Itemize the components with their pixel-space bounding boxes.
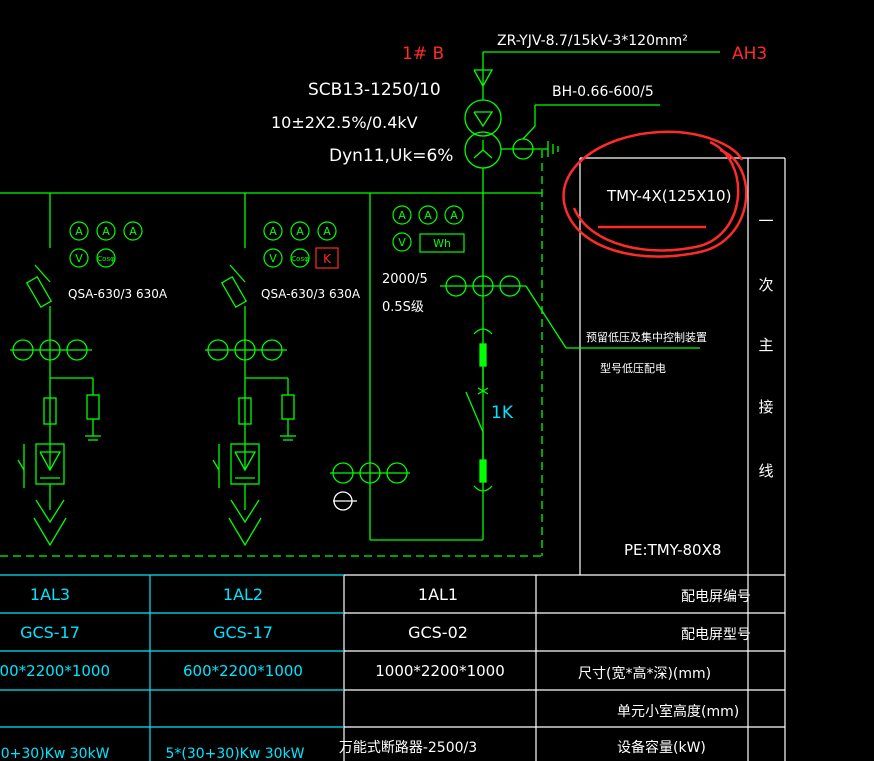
panel-size: 600*2200*1000 xyxy=(0,662,110,680)
panel-size: 600*2200*1000 xyxy=(183,662,303,680)
row-label: 尺寸(宽*高*深)(mm) xyxy=(578,665,711,682)
transformer-group: Dyn11,Uk=6% xyxy=(329,146,453,166)
cosphi-label: Cosφ xyxy=(97,255,115,263)
row-label: 配电屏型号 xyxy=(681,627,751,643)
feeder-1-switch: QSA-630/3 630A xyxy=(68,287,168,301)
panel-number: 1AL2 xyxy=(223,585,263,604)
title-char: 线 xyxy=(758,462,773,480)
feeder-2-circuit xyxy=(205,193,296,547)
incomer-ct-ratio: 2000/5 xyxy=(382,272,428,287)
voltmeter-label: V xyxy=(75,252,83,265)
panel-model: GCS-17 xyxy=(213,623,273,642)
cosphi-label: Cosφ xyxy=(291,255,309,263)
row-label: 配电屏编号 xyxy=(681,589,751,605)
k-relay-label: K xyxy=(323,252,332,266)
ct-model: BH-0.66-600/5 xyxy=(552,84,654,100)
table-cyan-grid xyxy=(0,574,344,761)
title-frame xyxy=(343,157,786,761)
red-markup-circle xyxy=(562,130,748,258)
k-relay-box xyxy=(315,247,339,269)
transformer-symbol xyxy=(464,51,720,540)
watthour-label: Wh xyxy=(433,237,451,250)
feeder-1-meter-labels: A A A V Cosφ xyxy=(75,225,137,265)
title-char: 接 xyxy=(758,398,773,416)
voltmeter-label: V xyxy=(398,236,406,249)
ammeter-label: A xyxy=(296,225,304,238)
panel-model: GCS-02 xyxy=(408,623,468,642)
panel-capacity: 5*(30+30)Kw 30kW xyxy=(0,746,110,761)
incomer-ct-class: 0.5S级 xyxy=(382,300,424,315)
feeder-2-switch: QSA-630/3 630A xyxy=(261,287,361,301)
incomer-meters xyxy=(392,205,465,253)
vertical-title: 一 次 主 接 线 xyxy=(758,212,773,480)
pe-spec: PE:TMY-80X8 xyxy=(624,541,721,559)
dashed-enclosure xyxy=(0,150,543,557)
ammeter-label: A xyxy=(450,209,458,222)
ammeter-label: A xyxy=(102,225,110,238)
shutter-note: 型号低压配电 xyxy=(600,361,666,375)
cable-destination: AH3 xyxy=(732,44,767,64)
ammeter-label: A xyxy=(129,225,137,238)
title-char: 次 xyxy=(758,276,773,294)
feeder-2-meters xyxy=(263,221,337,268)
transformer-number: 1# B xyxy=(402,44,444,64)
row-label: 单元小室高度(mm) xyxy=(617,703,739,720)
panel-1al2: 1AL2 GCS-17 600*2200*1000 5*(30+30)Kw 30… xyxy=(165,585,304,761)
row-label: 设备容量(kW) xyxy=(617,739,706,756)
cable-spec: ZR-YJV-8.7/15kV-3*120mm² xyxy=(497,33,688,49)
busbar-spec: TMY-4X(125X10) xyxy=(606,187,731,205)
panel-1al1: 1AL1 GCS-02 1000*2200*1000 万能式断路器-2500/3 xyxy=(339,585,505,756)
ammeter-label: A xyxy=(323,225,331,238)
voltmeter-label: V xyxy=(269,252,277,265)
monitor-note: 预留低压及集中控制装置 xyxy=(586,330,707,344)
transformer-voltage: 10±2X2.5%/0.4kV xyxy=(271,113,418,132)
incomer-meter-labels: A A A V Wh xyxy=(398,209,458,250)
panel-size: 1000*2200*1000 xyxy=(375,662,505,680)
panel-number: 1AL3 xyxy=(30,585,70,604)
row-labels: 配电屏编号 配电屏型号 尺寸(宽*高*深)(mm) 单元小室高度(mm) 设备容… xyxy=(578,589,751,756)
feeder-2-meter-labels: A A A V Cosφ xyxy=(269,225,331,265)
panel-capacity: 万能式断路器-2500/3 xyxy=(339,740,477,756)
feeder-1-circuit xyxy=(10,193,101,547)
panel-model: GCS-17 xyxy=(20,623,80,642)
breaker-label: 1K xyxy=(491,403,514,423)
ammeter-label: A xyxy=(269,225,277,238)
incomer-circuit xyxy=(330,193,700,541)
panel-number: 1AL1 xyxy=(418,585,458,604)
transformer-model: SCB13-1250/10 xyxy=(308,80,441,100)
panel-capacity: 5*(30+30)Kw 30kW xyxy=(165,746,304,761)
ammeter-label: A xyxy=(398,209,406,222)
title-char: 主 xyxy=(758,336,773,354)
ammeter-label: A xyxy=(424,209,432,222)
feeder-1-meters xyxy=(69,221,143,268)
panel-1al3: 1AL3 GCS-17 600*2200*1000 5*(30+30)Kw 30… xyxy=(0,585,110,761)
ammeter-label: A xyxy=(75,225,83,238)
title-char: 一 xyxy=(758,212,773,230)
